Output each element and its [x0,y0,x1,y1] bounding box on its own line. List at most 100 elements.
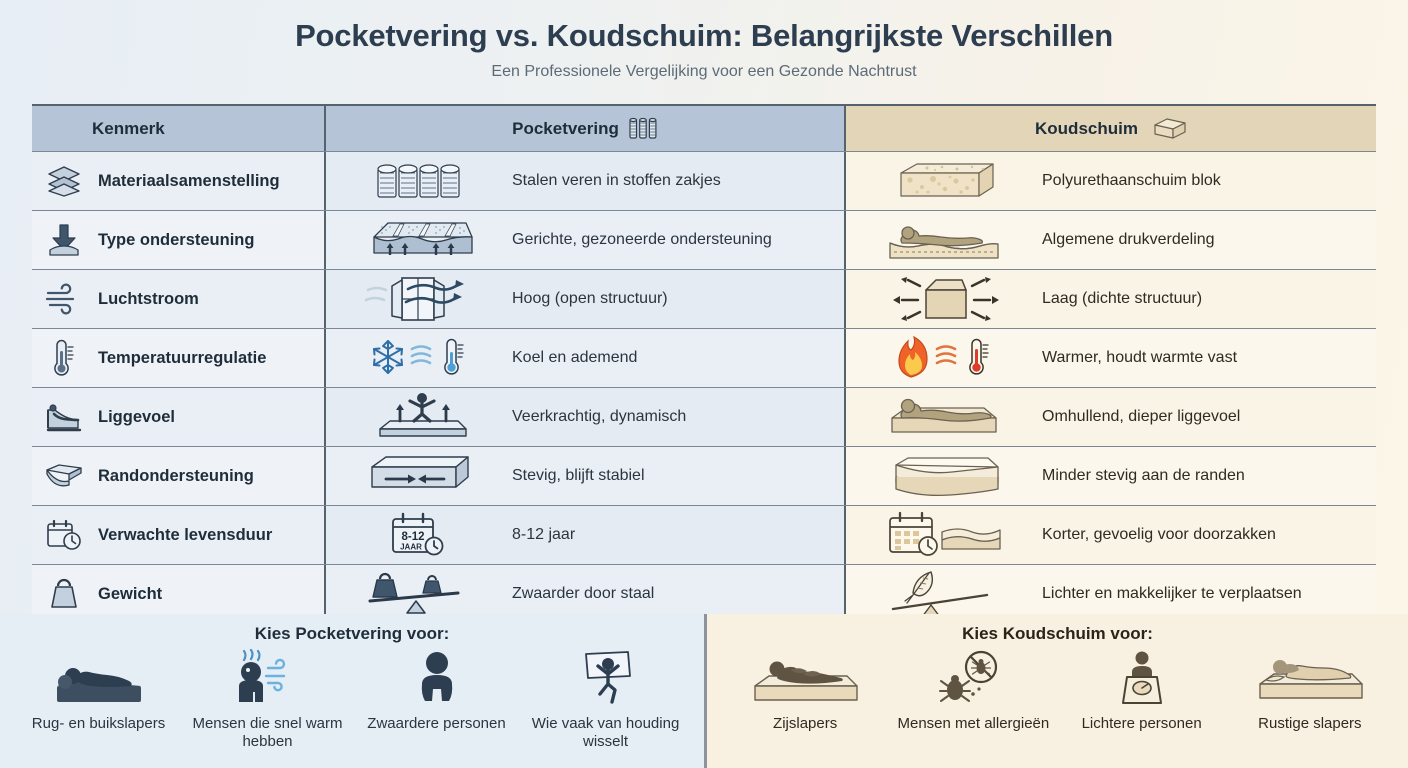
blocked-airflow-icon [852,272,1038,326]
weight-icon [42,574,86,614]
firm-edge-icon [332,449,508,503]
footer-item: Rug- en buikslapers [19,650,179,751]
foam-block-icon [1147,116,1187,142]
heavier-person-icon [357,650,517,708]
feature-label: Temperatuurregulatie [98,348,267,367]
scale-lighter-person-icon [1062,650,1222,708]
row-foam-cell: Lichter en makkelijker te verplaatsen [844,565,1376,623]
row-foam-cell: Warmer, houdt warmte vast [844,329,1376,387]
foam-value: Lichter en makkelijker te verplaatsen [1042,585,1302,602]
table-row: Verwachte levensduur 8-12 JAAR 8-12 jaa [32,505,1376,564]
footer-item: Mensen die snel warm hebben [188,648,348,751]
calendar-years-range: 8-12 [401,531,424,543]
row-pocket-cell: Koel en ademend [324,329,844,387]
spring-coils-icon [332,154,508,208]
feature-label: Randondersteuning [98,466,254,485]
page-title: Pocketvering vs. Koudschuim: Belangrijks… [295,18,1113,53]
foam-value: Polyurethaanschuim blok [1042,172,1221,189]
mattress-corner-icon [42,456,86,496]
pocket-value: Hoog (open structuur) [512,290,668,307]
row-foam-cell: Polyurethaanschuim blok [844,152,1376,210]
foam-slab-icon [852,154,1038,208]
row-pocket-cell: Hoog (open structuur) [324,270,844,328]
page-subtitle: Een Professionele Vergelijking voor een … [491,62,917,80]
foam-value: Warmer, houdt warmte vast [1042,349,1238,366]
footer-item-label: Zwaardere personen [367,715,506,732]
calendar-years-unit: JAAR [400,543,422,552]
footer-item-label: Rustige slapers [1258,715,1362,732]
footer-item: Wie vaak van houding wisselt [526,650,686,751]
row-feature-cell: Luchtstroom [32,270,324,328]
row-feature-cell: Randondersteuning [32,447,324,505]
table-header-row: Kenmerk Pocketvering [32,106,1376,151]
footer-pocket-panel: Kies Pocketvering voor: Rug- en buikslap… [0,614,704,768]
pocket-value: Koel en ademend [512,349,638,366]
feather-seesaw-icon [852,567,1038,621]
foam-value: Laag (dichte structuur) [1042,290,1203,307]
footer-item-label: Zijslapers [773,715,838,732]
row-pocket-cell: Gerichte, gezoneerde ondersteuning [324,211,844,269]
row-feature-cell: Materiaalsamenstelling [32,152,324,210]
row-feature-cell: Liggevoel [32,388,324,446]
comparison-table: Kenmerk Pocketvering [32,104,1376,625]
foam-value: Minder stevig aan de randen [1042,467,1245,484]
footer-item: Zijslapers [725,650,885,733]
table-row: Luchtstroom [32,269,1376,328]
table-row: Type ondersteuning [32,210,1376,269]
feature-label: Gewicht [98,584,163,603]
calendar-8-12-jaar-icon: 8-12 JAAR [332,508,508,562]
row-feature-cell: Gewicht [32,565,324,623]
footer-item-label: Lichtere personen [1081,715,1202,732]
row-foam-cell: Korter, gevoelig voor doorzakken [844,506,1376,564]
table-row: Liggevoel [32,387,1376,446]
row-pocket-cell: Veerkrachtig, dynamisch [324,388,844,446]
footer-item: Mensen met allergieën [893,650,1053,733]
footer-item-label: Rug- en buikslapers [31,715,166,732]
row-pocket-cell: Stalen veren in stoffen zakjes [324,152,844,210]
footer-pocket-title: Kies Pocketvering voor: [254,624,450,643]
footer-foam-panel: Kies Koudschuim voor: Zijslapers [704,614,1408,768]
foam-value: Omhullend, dieper liggevoel [1042,408,1241,425]
pocket-value: Veerkrachtig, dynamisch [512,408,687,425]
table-row: Temperatuurregulatie [32,328,1376,387]
contouring-sleeper-icon [852,390,1038,444]
flame-warm-thermometer-icon [852,331,1038,385]
header-label-feature: Kenmerk [92,118,165,138]
header-cell-pocket: Pocketvering [324,106,844,151]
table-row: Randondersteuning [32,446,1376,505]
restless-sleeper-icon [526,650,686,708]
zoned-mattress-icon [332,213,508,267]
footer-item: Zwaardere personen [357,650,517,751]
calendar-sagging-mattress-icon [852,508,1038,562]
pocket-value: Stalen veren in stoffen zakjes [512,172,721,189]
footer-foam-title: Kies Koudschuim voor: [962,624,1153,643]
pocket-springs-icon [628,116,658,142]
open-window-airflow-icon [332,272,508,326]
feature-label: Luchtstroom [98,289,199,308]
calendar-clock-icon [42,515,86,555]
header-label-pocket: Pocketvering [512,118,619,138]
calm-sleeper-icon [1230,650,1390,708]
footer-item-label: Mensen die snel warm hebben [192,715,343,750]
title-block: Pocketvering vs. Koudschuim: Belangrijks… [0,0,1408,81]
foam-value: Algemene drukverdeling [1042,231,1215,248]
footer-item: Rustige slapers [1230,650,1390,733]
row-pocket-cell: Stevig, blijft stabiel [324,447,844,505]
bouncing-person-icon [332,390,508,444]
row-feature-cell: Type ondersteuning [32,211,324,269]
feature-label: Materiaalsamenstelling [98,171,280,190]
feature-label: Type ondersteuning [98,230,255,249]
reclining-person-icon [42,397,86,437]
row-pocket-cell: 8-12 JAAR 8-12 jaar [324,506,844,564]
pocket-value: Stevig, blijft stabiel [512,467,645,484]
pocket-value: Zwaarder door staal [512,585,655,602]
foam-value: Korter, gevoelig voor doorzakken [1042,526,1276,543]
row-pocket-cell: Zwaarder door staal [324,565,844,623]
footer-item-label: Wie vaak van houding wisselt [531,715,680,750]
header-label-foam: Koudschuim [1035,118,1138,138]
heavy-weights-seesaw-icon [332,567,508,621]
feature-label: Liggevoel [98,407,176,426]
layers-icon [42,161,86,201]
header-cell-feature: Kenmerk [32,106,324,151]
footer-item-label: Mensen met allergieën [897,715,1050,732]
